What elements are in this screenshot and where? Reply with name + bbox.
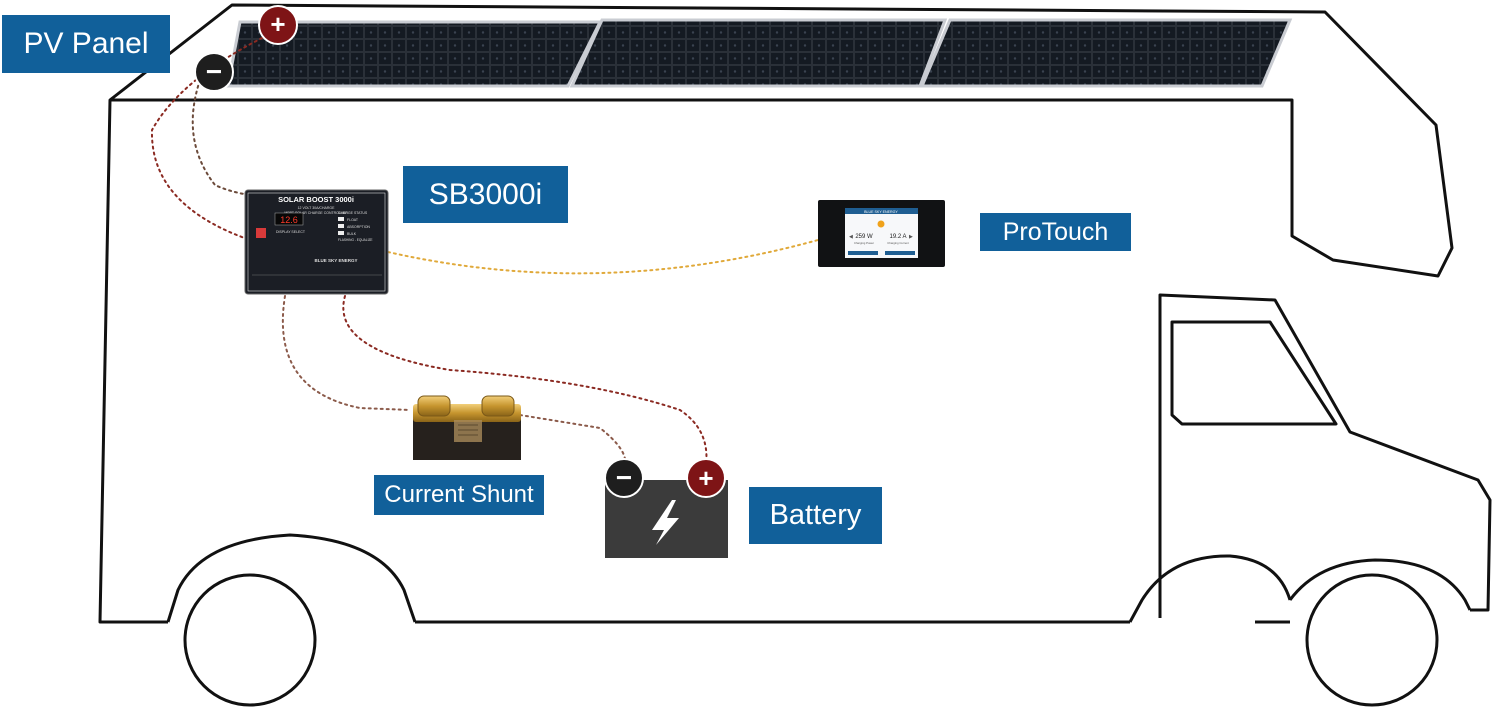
current-shunt [413,395,521,460]
battery-negative-terminal: − [604,458,644,498]
pv-negative-wire [191,79,251,196]
front-wheel [1305,573,1439,707]
pv-panel-3 [919,18,1293,88]
battery-label: Battery [749,487,882,544]
battery-negative-symbol: − [616,462,632,493]
pv-panel-array [226,18,1293,88]
sun-icon [877,220,885,228]
rear-wheel [183,573,317,707]
controller-readout: 12.6 [280,215,298,225]
controller-subheader-1: 12 VOLT 30A/CHARGE [298,206,335,210]
charge-status-float: FLOAT [347,218,359,222]
charge-status-title: CHARGE STATUS [338,211,368,215]
protouch-brand: BLUE SKY ENERGY [864,210,898,214]
pv-negative-symbol: − [206,56,222,87]
protouch-right-arrow[interactable]: ▶ [909,234,913,240]
pv-positive-terminal: + [258,5,298,45]
controller-readout-window [274,212,304,226]
lightning-bolt-icon [652,500,679,545]
current-shunt-label: Current Shunt [374,475,544,515]
protouch-current-caption: Charging Current [887,241,909,245]
protouch-left-arrow[interactable]: ◀ [849,234,853,240]
sb3000i-controller: SOLAR BOOST 3000i 12 VOLT 30A/CHARGE MPP… [244,189,389,295]
protouch-label: ProTouch [980,213,1131,251]
battery-positive-terminal: + [686,458,726,498]
display-select-button[interactable] [256,228,266,238]
battery-positive-symbol: + [698,463,713,493]
pv-panel-2 [569,18,948,88]
charge-status-flashing: FLASHING - EQUALIZE [338,238,373,242]
pv-negative-terminal: − [194,52,234,92]
protouch-power-value: 259 W [855,234,873,240]
controller-label: SB3000i [403,166,568,223]
controller-header: SOLAR BOOST 3000i [278,195,354,204]
data-wire [387,239,819,275]
shunt-wire [281,295,627,466]
protouch-power-caption: Charging Power [854,241,874,245]
protouch-current-value: 19.2 A [889,234,906,240]
protouch-display: BLUE SKY ENERGY 259 W Charging Power 19.… [818,200,945,267]
controller-brand: BLUE SKY ENERGY [315,258,358,263]
pv-positive-symbol: + [270,9,285,39]
rv-outline [98,3,1492,624]
controller-subheader-2: MPPT SOLAR CHARGE CONTROLLER [284,211,348,215]
charge-status-bulk: BULK [347,232,357,236]
pv-panel-label: PV Panel [2,15,170,73]
display-select-label: DISPLAY SELECT [276,230,306,234]
battery-positive-wire [342,295,708,466]
charge-status-absorption: ABSORPTION [347,225,370,229]
